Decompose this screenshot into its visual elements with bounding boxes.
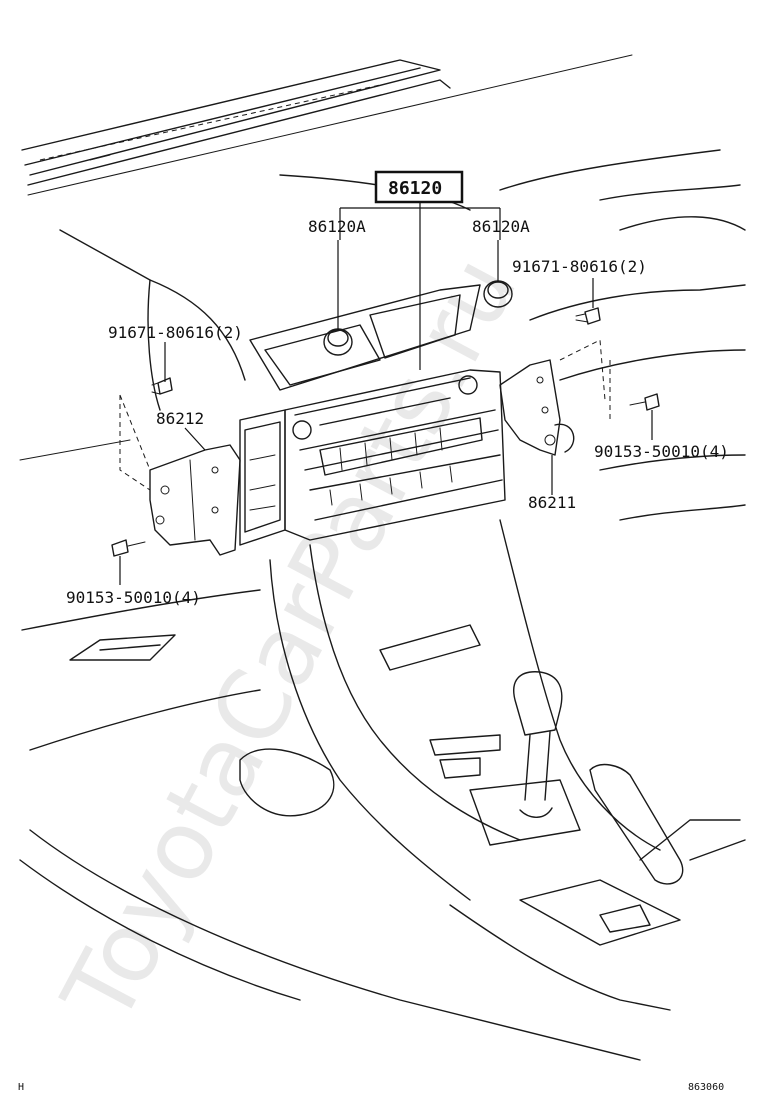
leader-lines: [119, 200, 653, 585]
main-part-label: 86120: [388, 178, 442, 199]
bracket-right-label: 86211: [528, 493, 576, 512]
screw-upper-right-label: 91671-80616(2): [512, 257, 647, 276]
screw-upper-right: [575, 307, 601, 325]
dashboard-outline: [19, 54, 746, 1061]
audio-head-unit: [239, 284, 506, 546]
knob-right-label: 86120A: [472, 217, 530, 236]
corner-code-left: H: [18, 1082, 24, 1093]
bolt-left: [111, 539, 146, 557]
bolt-left-label: 90153-50010(4): [66, 588, 201, 607]
main-part-label-box: [374, 170, 464, 204]
bracket-left: [119, 394, 241, 556]
screw-upper-left-label: 91671-80616(2): [108, 323, 243, 342]
corner-code-right: 863060: [688, 1082, 724, 1093]
bracket-left-label: 86212: [156, 409, 204, 428]
knob-left: [323, 328, 353, 356]
bolt-right: [629, 393, 660, 411]
knob-left-label: 86120A: [308, 217, 366, 236]
bracket-right: [499, 339, 606, 456]
bolt-right-label: 90153-50010(4): [594, 442, 729, 461]
screw-upper-left: [151, 377, 173, 395]
